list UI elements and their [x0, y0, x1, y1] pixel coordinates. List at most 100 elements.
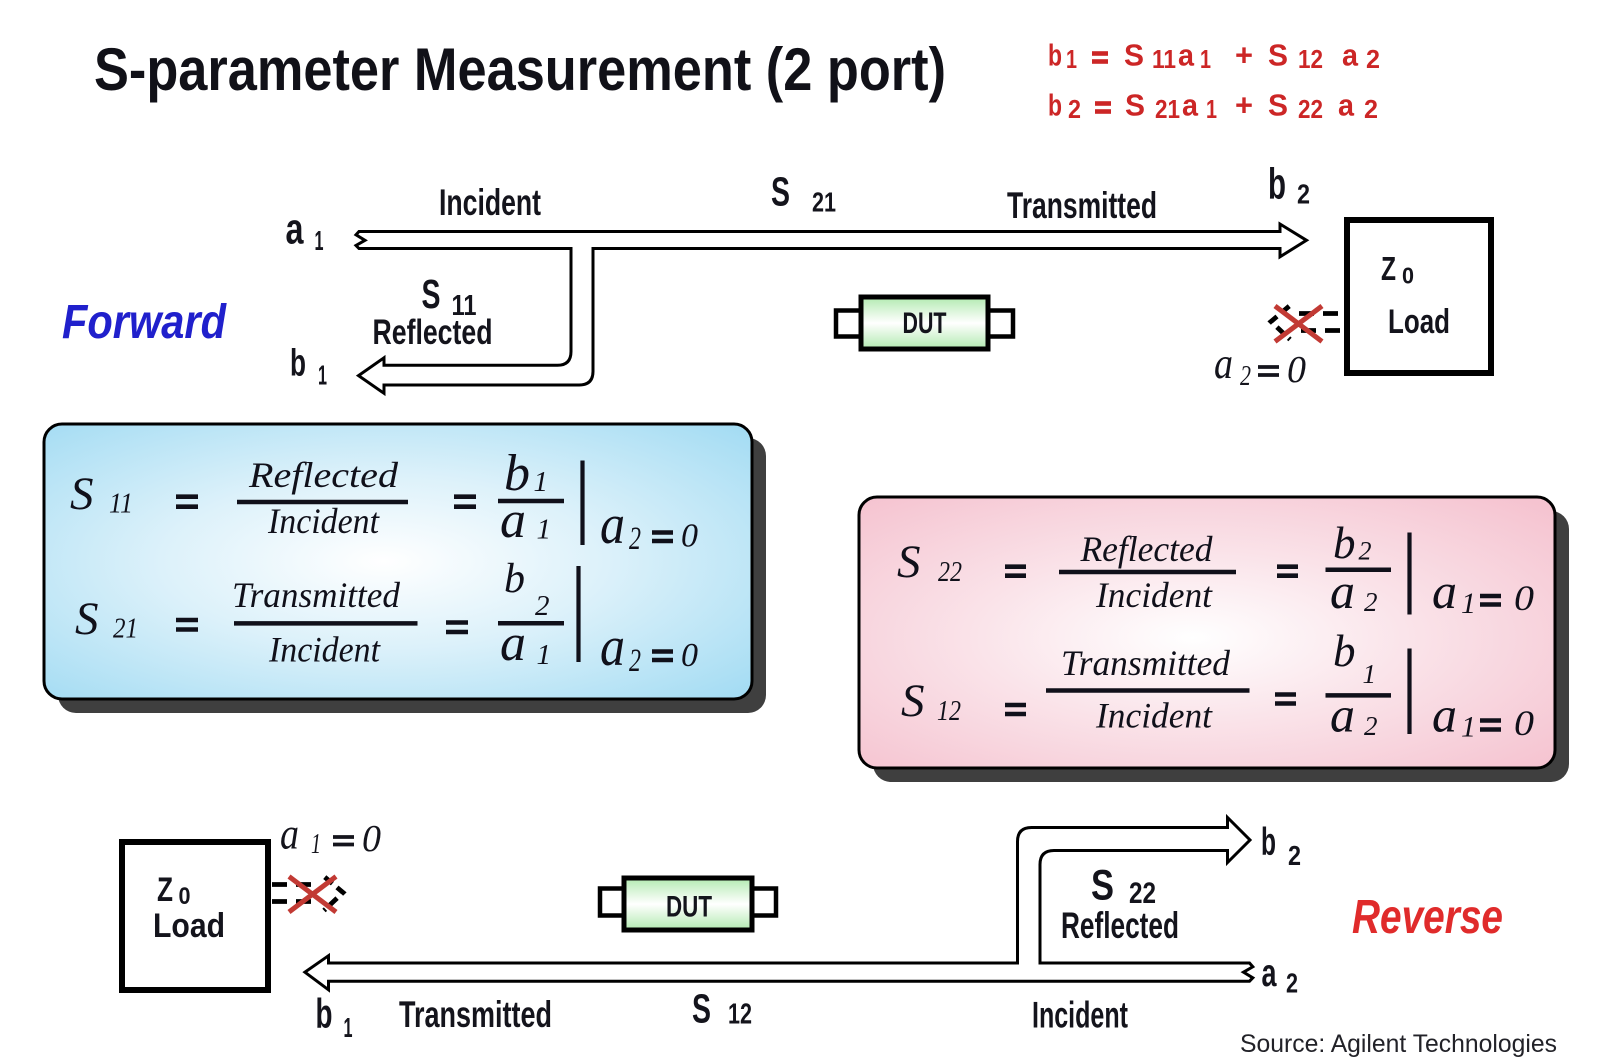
svg-text:0: 0 [1402, 263, 1414, 289]
svg-text:S: S [422, 271, 441, 317]
svg-text:Reflected: Reflected [1061, 905, 1179, 946]
svg-text:a: a [1432, 687, 1457, 743]
svg-text:S: S [1268, 38, 1288, 73]
svg-text:Load: Load [1388, 303, 1450, 341]
svg-text:1: 1 [537, 514, 552, 546]
svg-text:1: 1 [1461, 711, 1476, 744]
svg-text:Incident: Incident [1095, 575, 1213, 615]
svg-text:b: b [1261, 821, 1276, 864]
svg-text:Incident: Incident [267, 501, 380, 541]
svg-text:22: 22 [938, 557, 962, 588]
svg-text:S: S [771, 169, 790, 215]
svg-text:1: 1 [344, 1012, 353, 1043]
svg-text:2: 2 [1240, 360, 1251, 392]
svg-text:a: a [600, 616, 625, 678]
svg-text:0: 0 [681, 518, 698, 555]
svg-text:2: 2 [1286, 968, 1298, 999]
svg-text:DUT: DUT [666, 891, 712, 924]
svg-text:a: a [1432, 563, 1457, 619]
svg-text:Forward: Forward [62, 296, 227, 349]
svg-text:22: 22 [1129, 877, 1156, 910]
svg-text:a: a [1214, 339, 1233, 388]
svg-text:a: a [1178, 38, 1195, 73]
svg-text:Incident: Incident [1095, 696, 1213, 736]
svg-text:Incident: Incident [268, 630, 381, 670]
svg-text:1: 1 [1200, 44, 1211, 74]
svg-text:Reflected: Reflected [373, 313, 493, 352]
svg-text:2: 2 [1364, 94, 1378, 124]
svg-text:+: + [1235, 88, 1253, 123]
svg-text:1: 1 [1066, 44, 1077, 74]
svg-text:2: 2 [1068, 94, 1081, 124]
svg-text:0: 0 [1514, 703, 1534, 743]
svg-text:2: 2 [1288, 840, 1301, 871]
svg-text:1: 1 [318, 360, 327, 391]
svg-text:S: S [1268, 88, 1288, 123]
svg-text:1: 1 [537, 639, 552, 671]
svg-text:S: S [70, 468, 94, 520]
svg-text:DUT: DUT [903, 307, 947, 340]
svg-text:+: + [1235, 38, 1253, 73]
svg-text:b: b [1268, 160, 1286, 209]
svg-text:b: b [1048, 88, 1062, 123]
svg-text:a: a [1262, 952, 1277, 995]
svg-text:0: 0 [179, 883, 191, 910]
svg-text:b: b [290, 343, 306, 385]
svg-text:a: a [1342, 38, 1359, 73]
svg-text:b: b [504, 445, 530, 502]
svg-text:1: 1 [311, 829, 321, 860]
svg-text:2: 2 [535, 590, 550, 622]
svg-text:a: a [600, 494, 625, 556]
svg-text:a: a [1182, 88, 1199, 123]
svg-text:2: 2 [1364, 587, 1378, 617]
svg-text:Source: Agilent Technologies: Source: Agilent Technologies [1240, 1030, 1557, 1058]
svg-text:a: a [1330, 563, 1355, 619]
svg-text:S-parameter Measurement (2 por: S-parameter Measurement (2 port) [94, 36, 946, 103]
svg-text:Transmitted: Transmitted [232, 575, 401, 615]
svg-text:21: 21 [812, 187, 836, 218]
svg-text:22: 22 [1298, 94, 1323, 124]
svg-text:1: 1 [315, 225, 324, 256]
svg-text:2: 2 [629, 521, 641, 557]
svg-text:b: b [504, 556, 525, 602]
svg-text:S: S [692, 986, 711, 1032]
svg-text:S: S [1091, 862, 1114, 910]
svg-text:a: a [280, 810, 299, 859]
svg-text:21: 21 [113, 613, 138, 645]
svg-text:0: 0 [362, 818, 381, 860]
svg-text:2: 2 [1359, 537, 1372, 566]
svg-text:Incident: Incident [1032, 995, 1128, 1036]
svg-text:Incident: Incident [439, 182, 541, 223]
svg-text:0: 0 [1287, 349, 1306, 391]
svg-text:2: 2 [1364, 711, 1378, 741]
svg-text:b: b [1333, 626, 1356, 676]
svg-text:0: 0 [1514, 578, 1534, 618]
svg-text:2: 2 [1297, 179, 1310, 210]
svg-text:12: 12 [937, 696, 961, 727]
svg-text:11: 11 [452, 290, 477, 322]
svg-text:Reflected: Reflected [248, 455, 399, 495]
svg-text:b: b [1333, 518, 1356, 568]
svg-text:b: b [1048, 38, 1062, 73]
svg-text:a: a [286, 205, 304, 254]
svg-text:1: 1 [534, 466, 549, 498]
svg-text:S: S [1124, 38, 1144, 73]
svg-text:1: 1 [1461, 587, 1476, 620]
svg-text:11: 11 [1152, 44, 1176, 74]
svg-text:Load: Load [153, 907, 225, 945]
svg-text:2: 2 [1366, 44, 1380, 74]
svg-text:S: S [897, 536, 921, 588]
svg-text:Reflected: Reflected [1080, 529, 1214, 569]
svg-text:2: 2 [629, 643, 641, 679]
svg-text:Reverse: Reverse [1352, 891, 1503, 944]
svg-text:12: 12 [1298, 44, 1323, 74]
svg-text:S: S [75, 593, 99, 645]
svg-text:S: S [901, 675, 925, 727]
svg-text:21: 21 [1155, 94, 1180, 124]
svg-text:S: S [1125, 88, 1145, 123]
svg-text:Z: Z [1381, 250, 1396, 287]
svg-text:11: 11 [109, 488, 133, 520]
svg-text:1: 1 [1363, 659, 1377, 689]
svg-text:1: 1 [1206, 94, 1217, 124]
svg-text:b: b [316, 990, 333, 1037]
